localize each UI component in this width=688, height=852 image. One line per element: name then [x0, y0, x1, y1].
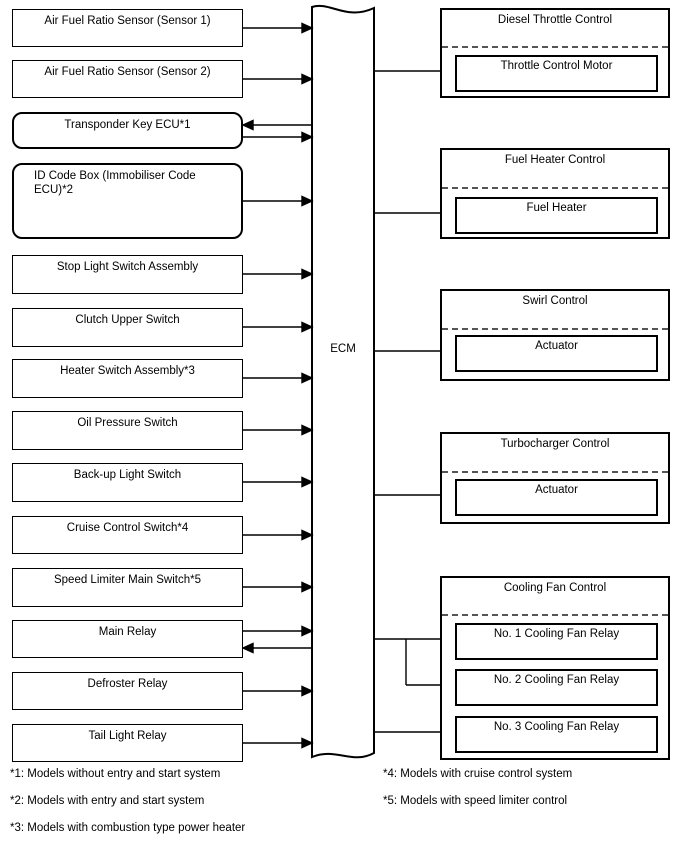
input-connectors [241, 22, 314, 749]
component-label: No. 1 Cooling Fan Relay [493, 628, 620, 640]
input-box-tail-light-relay: Tail Light Relay [12, 724, 243, 762]
footnote-5: *5: Models with speed limiter control [383, 795, 568, 807]
output-group-cooling-fan-control: Cooling Fan Control No. 1 Cooling Fan Re… [440, 576, 670, 760]
output-group-title: Turbocharger Control [500, 438, 610, 450]
input-box-air-fuel-ratio-sensor-2: Air Fuel Ratio Sensor (Sensor 2) [12, 60, 243, 98]
input-label: Tail Light Relay [88, 730, 167, 742]
input-box-backup-light-switch: Back-up Light Switch [12, 463, 243, 502]
input-box-oil-pressure-switch: Oil Pressure Switch [12, 411, 243, 450]
footnote-1: *1: Models without entry and start syste… [10, 768, 221, 780]
component-label: Actuator [535, 484, 578, 496]
ecm-bar [311, 4, 375, 759]
component-label: Actuator [535, 340, 578, 352]
input-label: Back-up Light Switch [73, 469, 182, 481]
input-label: Air Fuel Ratio Sensor (Sensor 1) [44, 15, 211, 27]
component-label: No. 2 Cooling Fan Relay [493, 674, 620, 686]
dashed-divider [442, 187, 668, 189]
input-box-defroster-relay: Defroster Relay [12, 672, 243, 710]
output-group-fuel-heater-control: Fuel Heater Control Fuel Heater [440, 148, 670, 239]
ecm-label: ECM [330, 343, 356, 355]
input-label: Speed Limiter Main Switch*5 [53, 574, 201, 586]
component-box-no2-cooling-fan-relay: No. 2 Cooling Fan Relay [455, 669, 658, 706]
output-group-swirl-control: Swirl Control Actuator [440, 289, 670, 381]
input-box-air-fuel-ratio-sensor-1: Air Fuel Ratio Sensor (Sensor 1) [12, 9, 243, 47]
output-group-title: Cooling Fan Control [503, 582, 607, 594]
component-box-throttle-control-motor: Throttle Control Motor [455, 55, 658, 92]
input-label: Air Fuel Ratio Sensor (Sensor 2) [44, 66, 211, 78]
input-label: Clutch Upper Switch [75, 314, 180, 326]
dashed-divider [442, 471, 668, 473]
input-label: Transponder Key ECU*1 [64, 119, 191, 131]
component-label: No. 3 Cooling Fan Relay [493, 721, 620, 733]
footnote-3: *3: Models with combustion type power he… [10, 822, 246, 834]
input-box-heater-switch: Heater Switch Assembly*3 [12, 359, 243, 398]
footnote-2: *2: Models with entry and start system [10, 795, 205, 807]
input-label: Cruise Control Switch*4 [66, 522, 189, 534]
component-box-no3-cooling-fan-relay: No. 3 Cooling Fan Relay [455, 716, 658, 753]
output-group-title: Fuel Heater Control [504, 154, 606, 166]
input-label: ID Code Box (Immobiliser Code ECU)*2 [34, 170, 196, 197]
output-group-turbocharger-control: Turbocharger Control Actuator [440, 432, 670, 524]
dashed-divider [442, 46, 668, 48]
component-box-fuel-heater: Fuel Heater [455, 197, 658, 234]
component-label: Throttle Control Motor [500, 60, 613, 72]
input-label: Oil Pressure Switch [77, 417, 178, 429]
input-box-stop-light-switch: Stop Light Switch Assembly [12, 255, 243, 294]
input-box-clutch-upper-switch: Clutch Upper Switch [12, 308, 243, 347]
input-box-transponder-key-ecu: Transponder Key ECU*1 [12, 112, 243, 149]
dashed-divider [442, 614, 668, 616]
input-box-id-code-box: ID Code Box (Immobiliser Code ECU)*2 [12, 163, 243, 239]
component-box-no1-cooling-fan-relay: No. 1 Cooling Fan Relay [455, 623, 658, 660]
dashed-divider [442, 328, 668, 330]
output-group-title: Diesel Throttle Control [497, 14, 613, 26]
input-label: Defroster Relay [87, 678, 168, 690]
footnote-4: *4: Models with cruise control system [383, 768, 573, 780]
input-label: Main Relay [98, 626, 157, 638]
component-label: Fuel Heater [526, 202, 587, 214]
component-box-swirl-actuator: Actuator [455, 335, 658, 372]
input-label: Stop Light Switch Assembly [56, 261, 199, 273]
input-label: Heater Switch Assembly*3 [60, 365, 195, 377]
input-box-speed-limiter-main-switch: Speed Limiter Main Switch*5 [12, 568, 243, 607]
output-group-title: Swirl Control [522, 295, 588, 307]
output-group-diesel-throttle-control: Diesel Throttle Control Throttle Control… [440, 8, 670, 98]
input-box-main-relay: Main Relay [12, 620, 243, 658]
input-box-cruise-control-switch: Cruise Control Switch*4 [12, 516, 243, 554]
component-box-turbo-actuator: Actuator [455, 479, 658, 516]
